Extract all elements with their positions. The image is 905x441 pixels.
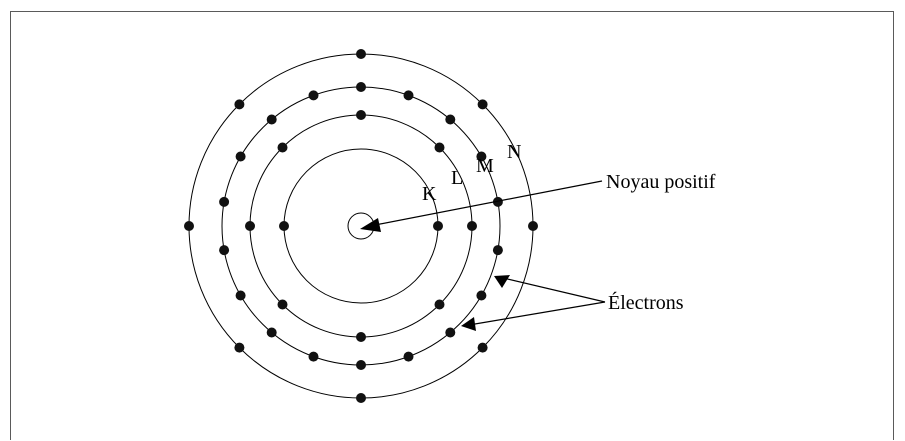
shell-label-l: L	[451, 167, 463, 189]
electron-n-7	[356, 49, 366, 59]
electron-m-8	[266, 327, 277, 338]
electrons-pointer: Électrons	[461, 275, 684, 331]
electron-m-14	[308, 90, 319, 101]
nucleus-arrow-line	[369, 180, 603, 227]
electron-m-17	[445, 114, 456, 125]
electron-n-3	[356, 393, 366, 403]
electron-m-18	[476, 151, 487, 162]
electron-k-1	[433, 221, 443, 231]
electron-l-2	[434, 299, 445, 310]
electron-l-3	[356, 332, 366, 342]
electrons-arrow-head-lower	[461, 317, 476, 331]
electrons-group	[184, 49, 538, 403]
electron-l-5	[245, 221, 255, 231]
shell-label-k: K	[422, 183, 437, 205]
electron-m-15	[356, 82, 366, 92]
nucleus-label: Noyau positif	[606, 171, 716, 193]
electron-n-8	[477, 99, 488, 110]
electron-m-9	[235, 290, 246, 301]
electron-n-1	[528, 221, 538, 231]
electron-l-6	[277, 142, 288, 153]
electron-n-4	[234, 342, 245, 353]
shell-labels: K L M N	[422, 141, 521, 205]
electron-m-1	[492, 196, 503, 207]
electron-l-4	[277, 299, 288, 310]
electron-n-2	[477, 342, 488, 353]
electron-l-7	[356, 110, 366, 120]
electron-m-16	[403, 90, 414, 101]
shell-label-m: M	[476, 155, 494, 177]
electron-l-8	[434, 142, 445, 153]
electron-m-10	[219, 245, 230, 256]
electron-m-2	[492, 245, 503, 256]
diagram-frame	[10, 11, 894, 440]
electrons-arrow-line-upper	[498, 276, 606, 303]
electron-m-5	[403, 351, 414, 362]
electron-n-5	[184, 221, 194, 231]
electron-m-4	[445, 327, 456, 338]
electrons-arrow-head-upper	[494, 275, 510, 288]
electron-m-12	[235, 151, 246, 162]
electron-m-6	[356, 360, 366, 370]
electron-l-1	[467, 221, 477, 231]
nucleus-arrow-head	[360, 218, 381, 232]
electron-m-11	[219, 196, 230, 207]
electron-m-3	[476, 290, 487, 301]
nucleus-pointer: Noyau positif	[360, 171, 716, 232]
electron-m-13	[266, 114, 277, 125]
electron-m-7	[308, 351, 319, 362]
electrons-arrow-line-lower	[468, 301, 606, 326]
electron-n-6	[234, 99, 245, 110]
electrons-label: Électrons	[608, 291, 684, 314]
electron-k-2	[279, 221, 289, 231]
shell-label-n: N	[507, 141, 521, 163]
